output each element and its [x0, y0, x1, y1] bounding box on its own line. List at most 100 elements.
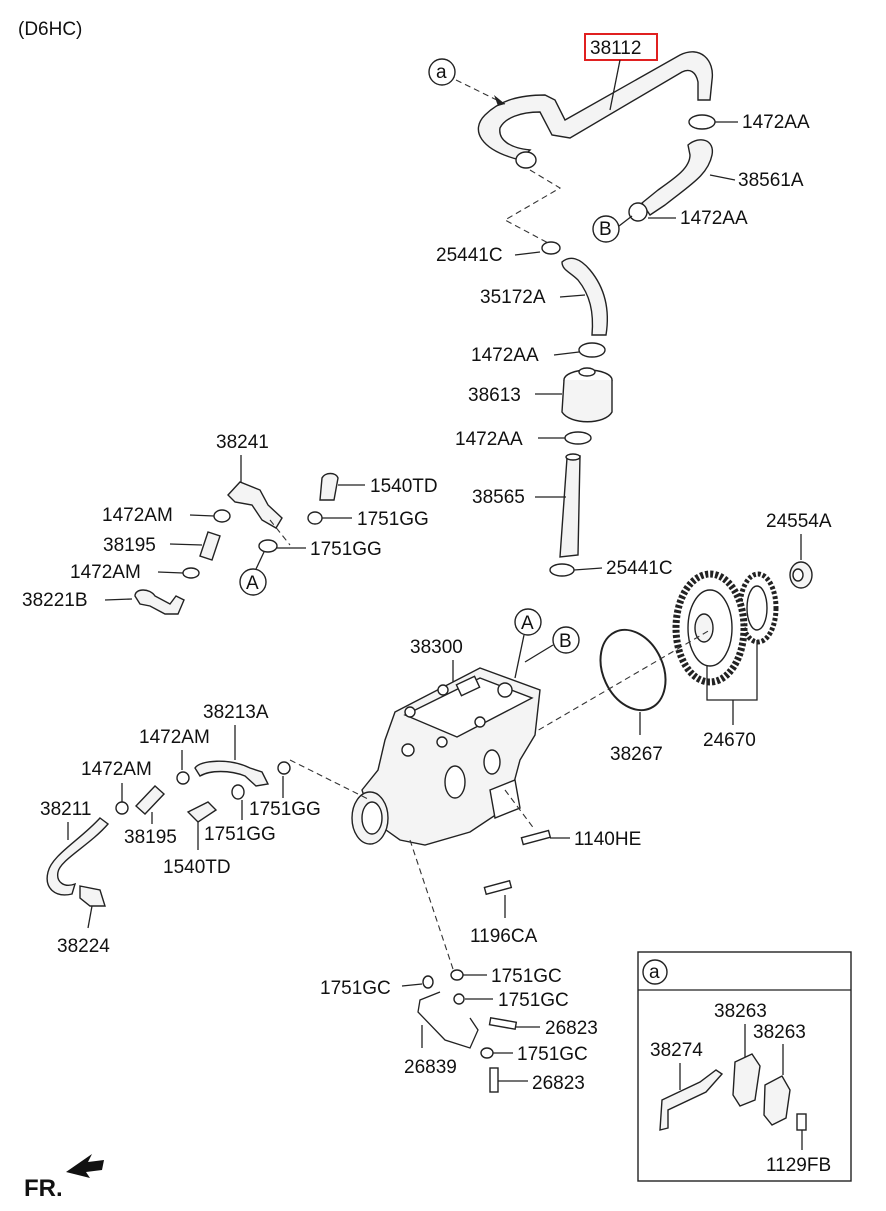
label-1751GC-2: 1751GC [320, 978, 391, 999]
pipe-38213A [194, 760, 270, 787]
plug-1540TD-1 [319, 472, 339, 501]
port-top [497, 682, 513, 698]
pipe-38221B [134, 589, 185, 615]
pipe-26839 [417, 991, 479, 1049]
label-38613: 38613 [468, 385, 521, 406]
front-marker-text: FR. [24, 1175, 63, 1202]
label-38274: 38274 [650, 1040, 703, 1061]
marker-B-top-text: B [599, 219, 612, 240]
label-1472AM-1: 1472AM [102, 505, 173, 526]
label-38221B: 38221B [22, 590, 88, 611]
gasket-38213A [277, 761, 291, 775]
marker-a-top [428, 58, 456, 86]
marker-a-inset [642, 959, 668, 985]
hose-38565 [559, 455, 581, 558]
label-38263-2: 38263 [753, 1022, 806, 1043]
gasket-1751GG-3 [231, 784, 245, 800]
compressor-port-2 [483, 749, 501, 775]
label-1472AA-1: 1472AA [742, 112, 810, 133]
label-26839: 26839 [404, 1057, 457, 1078]
leader-25441C-2 [573, 567, 603, 571]
washer-1751GC-2 [422, 975, 434, 989]
label-1472AA-4: 1472AA [455, 429, 523, 450]
fitting-38241 [227, 481, 283, 529]
clamp-1472AA-1 [688, 114, 716, 130]
gasket-1751GG-1 [307, 511, 323, 525]
clamp-1472AM-4 [115, 801, 129, 815]
leader-38221B [104, 598, 133, 601]
compressor-flange-bore [361, 801, 383, 835]
clamp-1472AM-1 [213, 509, 231, 523]
marker-B-top [592, 215, 620, 243]
marker-B-right-text: B [559, 631, 572, 652]
bracket-38274 [659, 1069, 724, 1131]
bolt-1196CA [483, 879, 513, 896]
leader-B-right [524, 644, 554, 663]
arrowhead-a [494, 95, 505, 106]
label-1751GG-3: 1751GG [249, 799, 321, 820]
filter-38613 [561, 379, 613, 423]
bracket-24670 [706, 640, 758, 701]
compressor-bracket [489, 779, 521, 819]
label-1751GC-1: 1751GC [491, 966, 562, 987]
label-26823-1: 26823 [545, 1018, 598, 1039]
hose-38561A [641, 139, 714, 216]
hose-38195-1 [199, 531, 221, 561]
leader-38195-1 [169, 543, 203, 546]
label-38565: 38565 [472, 487, 525, 508]
bolt-1129FB [796, 1113, 807, 1131]
bolt-1 [437, 684, 449, 696]
label-38195-2: 38195 [124, 827, 177, 848]
label-25441C-2: 25441C [606, 558, 673, 579]
leader-1751GC-2 [401, 983, 423, 987]
label-26823-2: 26823 [532, 1073, 585, 1094]
label-24554A: 24554A [766, 511, 832, 532]
pipe-38211 [46, 817, 110, 896]
washer-1751GC-4 [480, 1047, 494, 1059]
front-arrow-icon [66, 1154, 104, 1178]
clip-38263-2 [763, 1075, 791, 1126]
bearing-24554A-bore [792, 568, 804, 582]
clamp-1472AA-2 [628, 202, 648, 222]
label-38263-1: 38263 [714, 1001, 767, 1022]
leader-35172A [559, 294, 586, 298]
label-38224: 38224 [57, 936, 110, 957]
marker-a-top-text: a [436, 62, 447, 83]
bolt-3 [474, 716, 486, 728]
hose-38565-end [565, 453, 581, 461]
leader-1472AM-1 [189, 514, 215, 517]
gear-24670-large-hub [694, 613, 714, 643]
dash-38241 [269, 519, 291, 546]
marker-B-right [552, 626, 580, 654]
clip-38263-1 [732, 1053, 761, 1107]
label-1472AM-4: 1472AM [81, 759, 152, 780]
hose-38195-2 [134, 785, 166, 815]
bolt-4 [436, 736, 448, 748]
label-1472AA-2: 1472AA [680, 208, 748, 229]
label-1540TD-2: 1540TD [163, 857, 231, 878]
leader-38112 [609, 59, 621, 111]
label-1751GC-3: 1751GC [498, 990, 569, 1011]
marker-A-right [514, 608, 542, 636]
label-1751GC-4: 1751GC [517, 1044, 588, 1065]
leader-25441C-1 [514, 251, 541, 256]
clamp-1472AA-3 [578, 342, 606, 358]
label-1140HE: 1140HE [574, 829, 641, 850]
dash-1140HE [504, 789, 536, 831]
oring-38267 [599, 628, 667, 712]
label-38112: 38112 [590, 38, 641, 59]
leader-A-left [255, 551, 265, 570]
dash-lower-line [409, 839, 456, 976]
label-38195-1: 38195 [103, 535, 156, 556]
label-38561A: 38561A [738, 170, 804, 191]
leader-1472AM-2 [157, 571, 184, 574]
label-24670: 24670 [703, 730, 756, 751]
label-1129FB: 1129FB [766, 1155, 831, 1176]
clamp-25441C-1 [541, 241, 561, 255]
washer-1751GC-1 [450, 969, 464, 981]
label-1472AM-3: 1472AM [139, 727, 210, 748]
label-38267: 38267 [610, 744, 663, 765]
dash-38213A [289, 759, 371, 801]
